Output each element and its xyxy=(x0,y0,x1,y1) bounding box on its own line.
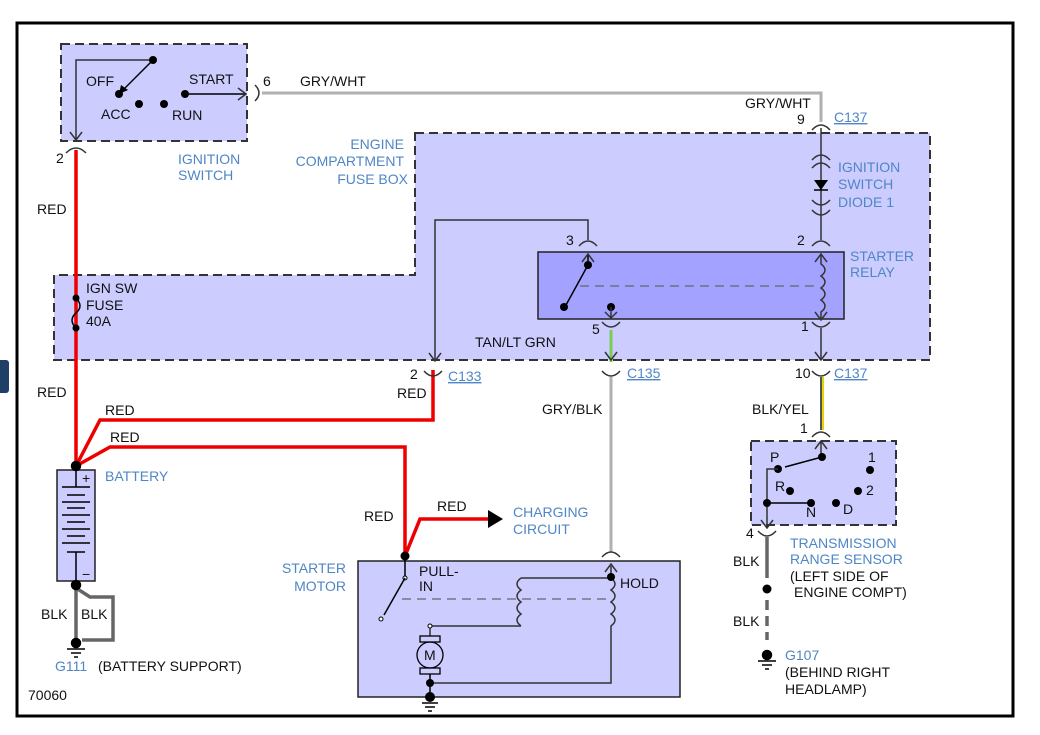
pin-6: 6 xyxy=(263,73,271,89)
trs-pin-4: 4 xyxy=(746,525,754,541)
connector-c137-link[interactable]: C137 xyxy=(834,109,868,125)
pin-2-ign: 2 xyxy=(56,150,64,166)
label-hold: HOLD xyxy=(620,575,659,591)
fuse-icon xyxy=(71,294,81,332)
label-diode-2: SWITCH xyxy=(838,176,893,192)
trs-pos-r: R xyxy=(775,478,785,494)
fuse-rating: 40A xyxy=(86,313,112,329)
motor-m: M xyxy=(424,647,436,663)
wire-label-red-6: RED xyxy=(364,508,394,524)
pin-3: 3 xyxy=(566,232,574,248)
starter-motor-box[interactable] xyxy=(357,560,681,698)
label-ignition: IGNITION xyxy=(178,151,240,167)
side-panel-handle[interactable] xyxy=(0,360,9,393)
fuse-label-2: FUSE xyxy=(86,297,123,313)
position-run: RUN xyxy=(172,107,202,123)
label-starter-motor-1: STARTER xyxy=(282,560,346,576)
trs-pos-1: 1 xyxy=(868,449,876,465)
arrow-icon xyxy=(814,351,828,362)
starter-motor-internals xyxy=(378,551,618,712)
wire-label-red-3: RED xyxy=(105,402,135,418)
connector-c137-link-2[interactable]: C137 xyxy=(834,365,868,381)
wire-label-blk-yel: BLK/YEL xyxy=(752,401,809,417)
position-start: START xyxy=(189,71,234,87)
label-trs-location-2: ENGINE COMPT) xyxy=(794,584,907,600)
label-trs-1: TRANSMISSION xyxy=(790,535,897,551)
wire-label-blk-2: BLK xyxy=(81,606,108,622)
label-charging-1: CHARGING xyxy=(513,504,588,520)
wire-red-to-charging[interactable] xyxy=(403,517,488,557)
label-diode-3: DIODE 1 xyxy=(838,194,894,210)
battery-plus: + xyxy=(82,470,90,486)
wire-label-red-1: RED xyxy=(37,201,67,217)
wire-label-gry-wht: GRY/WHT xyxy=(300,73,366,89)
label-fuse-box-1: ENGINE xyxy=(350,136,404,152)
label-g107-location-1: (BEHIND RIGHT xyxy=(785,664,890,680)
wire-blk-battery-2[interactable] xyxy=(75,586,115,642)
label-in: IN xyxy=(419,578,433,594)
pin-10: 10 xyxy=(795,365,811,381)
wire-label-red-4: RED xyxy=(110,429,140,445)
fuse-label-1: IGN SW xyxy=(86,280,138,296)
label-diode-1: IGNITION xyxy=(838,159,900,175)
trs-pos-p: P xyxy=(770,449,779,465)
label-g107: G107 xyxy=(785,647,819,663)
pin-1-relay: 1 xyxy=(801,318,809,334)
wire-gry-wht[interactable] xyxy=(262,91,823,122)
trs-pos-d: D xyxy=(843,501,853,517)
trs-pin-1: 1 xyxy=(800,420,808,436)
trs-internals xyxy=(760,439,874,530)
battery-cells-icon xyxy=(62,460,90,591)
connector-glyphs xyxy=(65,84,831,558)
label-g107-location-2: HEADLAMP) xyxy=(785,681,867,697)
pin-9: 9 xyxy=(797,111,805,127)
wire-label-blk-4: BLK xyxy=(733,613,760,629)
label-fuse-box-3: FUSE BOX xyxy=(337,171,408,187)
trs-pos-2: 2 xyxy=(866,482,874,498)
position-acc: ACC xyxy=(101,106,131,122)
label-starter-relay-1: STARTER xyxy=(850,248,914,264)
wire-label-red-5: RED xyxy=(397,385,427,401)
wire-label-gry-blk: GRY/BLK xyxy=(542,401,603,417)
battery-minus: − xyxy=(82,566,90,582)
diode-icon xyxy=(814,180,828,190)
pin-5: 5 xyxy=(592,321,600,337)
label-starter-relay-2: RELAY xyxy=(850,264,896,280)
label-fuse-box-2: COMPARTMENT xyxy=(296,153,405,169)
relay-internals xyxy=(560,252,828,322)
label-pull: PULL- xyxy=(419,563,459,579)
label-g111: G111 xyxy=(55,658,87,674)
trs-pos-n: N xyxy=(806,504,816,520)
label-trs-2: RANGE SENSOR xyxy=(790,551,903,567)
pin-2-relay: 2 xyxy=(797,232,805,248)
label-trs-location-1: (LEFT SIDE OF xyxy=(790,568,889,584)
wire-label-blk-1: BLK xyxy=(41,606,68,622)
diagram-id: 70060 xyxy=(28,687,67,703)
label-switch: SWITCH xyxy=(178,167,233,183)
label-charging-2: CIRCUIT xyxy=(513,521,570,537)
wire-red-to-c133[interactable] xyxy=(74,370,435,467)
ground-icon-g107 xyxy=(758,649,776,670)
label-g111-location: (BATTERY SUPPORT) xyxy=(98,658,242,674)
wire-label-blk-3: BLK xyxy=(733,553,760,569)
connector-c133-link[interactable]: C133 xyxy=(448,368,482,384)
ignition-switch-contacts xyxy=(69,56,248,142)
wire-relay-pin3 xyxy=(434,219,589,360)
ground-icon-g111 xyxy=(67,637,85,658)
position-off: OFF xyxy=(86,73,114,89)
wire-red-to-starter[interactable] xyxy=(75,445,407,556)
label-battery: BATTERY xyxy=(105,468,169,484)
pin-2-c133: 2 xyxy=(410,366,418,382)
arrow-icon xyxy=(604,351,618,362)
wire-label-red-7: RED xyxy=(437,498,467,514)
charging-arrow-icon xyxy=(488,510,503,528)
arrow-icon xyxy=(428,352,442,363)
wire-label-tan-lt-grn: TAN/LT GRN xyxy=(475,334,556,350)
label-starter-motor-2: MOTOR xyxy=(294,578,346,594)
connector-c135-link[interactable]: C135 xyxy=(627,365,661,381)
wire-label-gry-wht-2: GRY/WHT xyxy=(745,95,811,111)
wire-label-red-2: RED xyxy=(37,384,67,400)
